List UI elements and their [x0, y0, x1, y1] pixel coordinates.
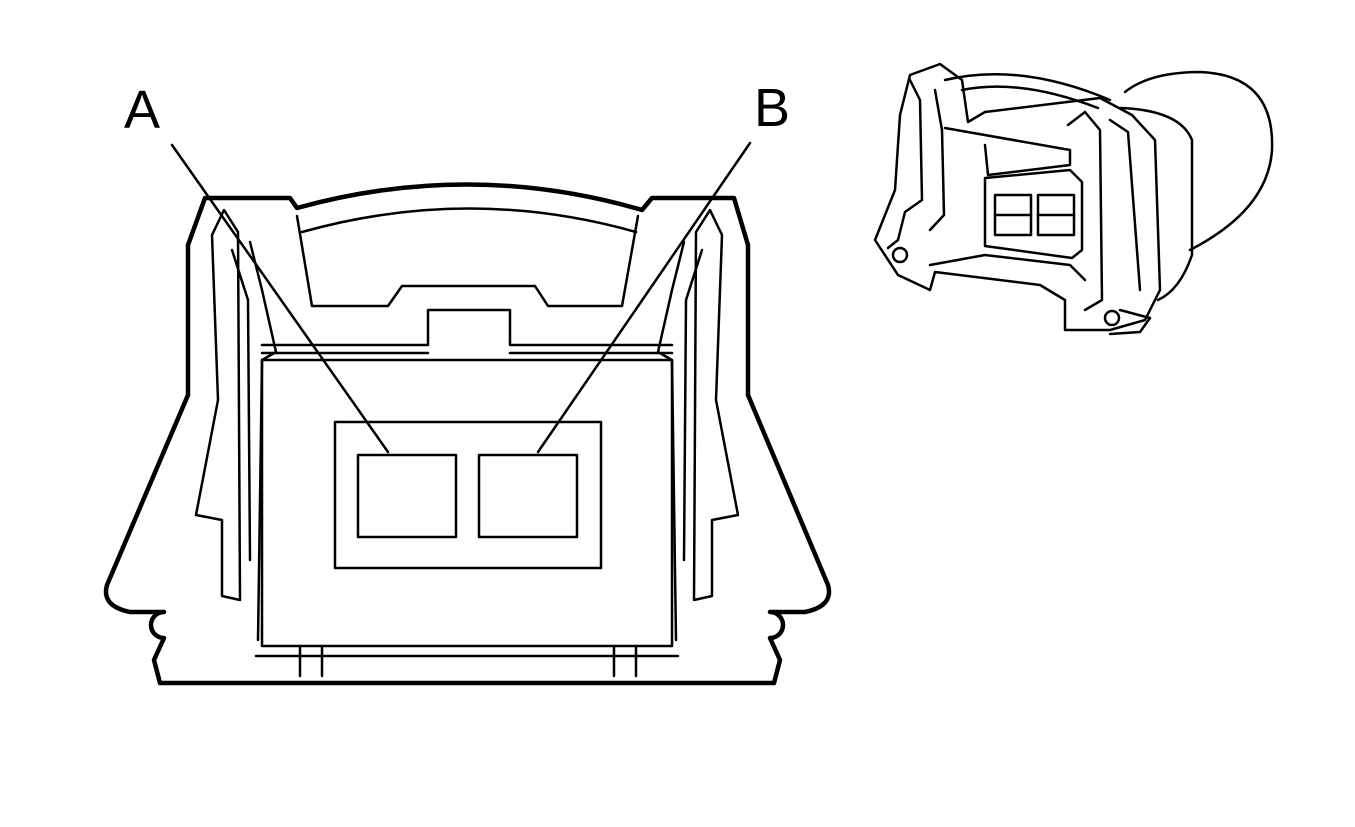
connector-iso-left-clip: [886, 78, 924, 250]
connector-top-dome-face: [295, 214, 640, 308]
connector-iso-mount-hole-right: [1103, 309, 1121, 327]
connector-iso-floor: [928, 253, 1087, 282]
connector-isometric-view: [873, 62, 1274, 336]
connector-latch-key: [260, 308, 674, 347]
connector-iso-top-loop: [943, 73, 1112, 102]
pin-label-a: A: [124, 80, 160, 140]
leader-line-b: [536, 141, 752, 454]
connector-iso-left-clip-inner: [928, 88, 946, 232]
connector-left-wall: [194, 208, 242, 602]
connector-iso-ledge: [943, 126, 1072, 177]
connector-right-guide: [682, 248, 704, 562]
connector-outer-housing: [103, 182, 832, 686]
connector-right-wall: [692, 208, 740, 602]
connector-iso-body: [873, 62, 1162, 332]
connector-iso-top-loop-inner: [960, 85, 1100, 110]
connector-iso-bottom-tab-right: [1108, 308, 1152, 336]
connector-iso-right-clip: [1066, 110, 1104, 312]
connector-iso-right-clip-inner: [1108, 118, 1142, 292]
connector-iso-cylinder-collar: [1118, 106, 1194, 302]
connector-inner-body: [260, 358, 674, 648]
connector-iso-cylinder: [1123, 70, 1274, 252]
terminal-window: [333, 420, 603, 570]
connector-iso-terminal-block: [983, 168, 1084, 260]
connector-top-dome-inner: [300, 207, 638, 234]
terminal-cavity-b: [477, 453, 579, 539]
connector-iso-mount-hole-left: [891, 246, 909, 264]
connector-left-guide: [230, 248, 252, 562]
terminal-cavity-a: [356, 453, 458, 539]
pin-label-b: B: [754, 78, 790, 138]
connector-front-view: A B: [103, 78, 832, 686]
connector-left-latch-arm: [248, 240, 278, 642]
connector-right-latch-arm: [656, 240, 686, 642]
leader-line-a: [170, 143, 390, 454]
